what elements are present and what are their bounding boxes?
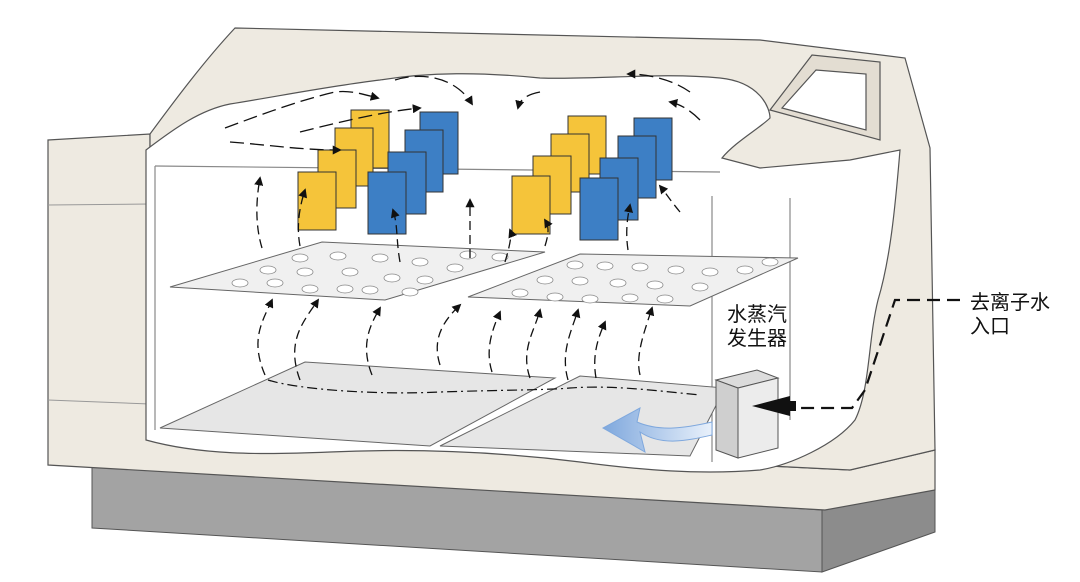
blue-panels [367, 111, 459, 235]
perforated-shelf-right [467, 253, 799, 307]
water-inlet-arrow [752, 298, 960, 416]
steam-flow-arrow [601, 407, 713, 454]
floor-circulation [267, 379, 701, 396]
top-circulation-arrows [224, 69, 701, 155]
di-water-inlet-label-line-2: 入口 [970, 314, 1010, 338]
steam-generator-label: 水蒸汽 发生器 [727, 302, 787, 350]
di-water-inlet-label-line-1: 去离子水 [970, 290, 1050, 314]
steam-generator-label-line-1: 水蒸汽 [727, 302, 787, 326]
perforated-shelf-left [169, 241, 546, 301]
airflow-arrows [254, 176, 681, 381]
steam-generator [714, 369, 780, 459]
di-water-inlet-label: 去离子水 入口 [970, 290, 1050, 338]
steam-generator-label-line-2: 发生器 [727, 326, 787, 350]
